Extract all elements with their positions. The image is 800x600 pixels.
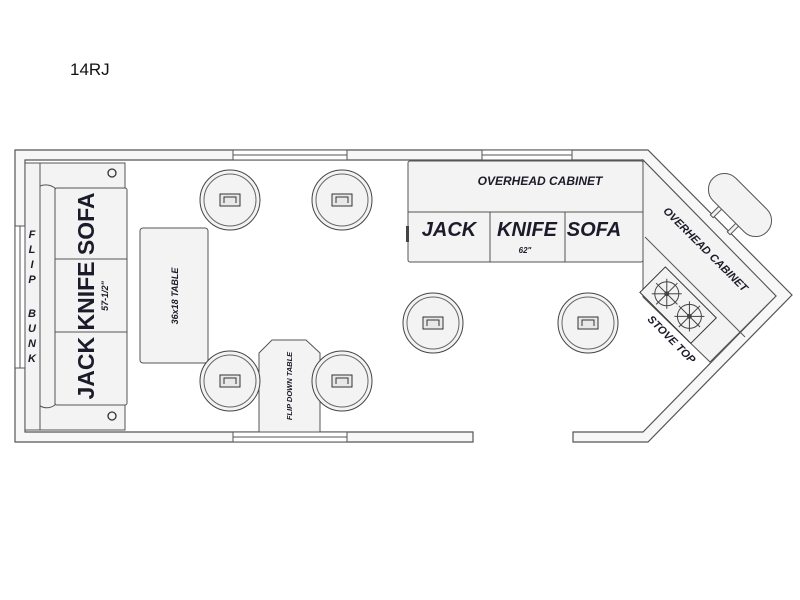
left-sofa-label: JACK KNIFE SOFA [73,192,99,399]
dinette-table: 36x18 TABLE [139,227,209,364]
left-sofa-size: 57-1/2" [100,280,110,311]
flip-bunk-letter: N [28,338,37,350]
stool [557,292,619,354]
stool [311,350,373,412]
stool [311,169,373,231]
windows [14,149,573,443]
kitchen-counter: OVERHEAD CABINET STOVE TOP [639,158,777,367]
flip-bunk-letter: L [29,244,36,256]
right-sofa-label: JACK [422,219,478,241]
stool [199,350,261,412]
entry-door-opening[interactable] [474,432,573,442]
right-sofa-label: KNIFE [497,219,558,241]
flip-bunk-letter: F [29,229,36,241]
flip-bunk-letter: I [30,259,34,271]
overhead-cabinet-label: OVERHEAD CABINET [478,174,604,188]
flip-bunk-letter: K [28,353,37,365]
floorplan-title: 14RJ [70,60,110,79]
stool [402,292,464,354]
right-sofa-label: SOFA [567,219,621,241]
flip-bunk-letter: P [28,274,36,286]
right-sofa-size: 62" [519,246,532,255]
burner-icon [651,278,682,309]
stools [199,169,619,412]
table-label: 36x18 TABLE [170,267,180,325]
flip-down-table: FLIP DOWN TABLE [258,339,321,433]
right-jack-knife-sofa: OVERHEAD CABINET JACK KNIFE SOFA 62" [406,160,644,263]
left-jack-knife-sofa: JACK KNIFE SOFA 57-1/2" [39,162,128,431]
flip-down-table-label: FLIP DOWN TABLE [285,351,294,420]
stool [199,169,261,231]
flip-bunk: F L I P B U N K [24,162,41,431]
flip-bunk-letter: U [28,323,37,335]
flip-bunk-letter: B [28,308,36,320]
burner-icon [674,301,705,332]
stove-top [639,266,717,344]
